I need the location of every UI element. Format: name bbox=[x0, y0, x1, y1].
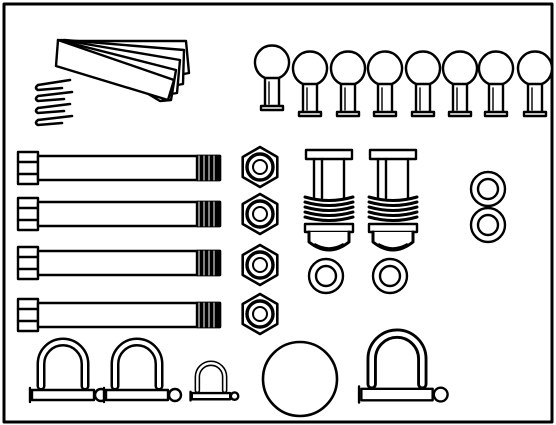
hex-bolt bbox=[16, 150, 222, 186]
ball-pin bbox=[441, 50, 479, 118]
ball-pin bbox=[516, 50, 554, 118]
cotter-pins bbox=[34, 78, 74, 127]
bolt-column bbox=[16, 150, 222, 333]
hex-nut bbox=[241, 145, 279, 189]
flat-washer bbox=[469, 206, 507, 244]
flat-washer bbox=[307, 257, 345, 295]
bow-shackle bbox=[28, 337, 109, 404]
bow-shackle bbox=[189, 360, 240, 402]
spring-pin-pair bbox=[303, 148, 419, 252]
shackle-row bbox=[28, 328, 449, 404]
ball-pin-row bbox=[253, 44, 554, 118]
hex-bolt bbox=[16, 245, 222, 281]
flat-washer bbox=[371, 257, 409, 295]
bow-shackle bbox=[102, 337, 183, 404]
ball-pin bbox=[253, 44, 291, 112]
hex-bolt bbox=[16, 196, 222, 232]
spring-pin bbox=[367, 148, 419, 252]
ball-pin bbox=[329, 50, 367, 118]
ball-pin bbox=[366, 50, 404, 118]
flat-washer bbox=[469, 170, 507, 208]
hex-nut bbox=[241, 243, 279, 287]
nut-column bbox=[241, 145, 279, 336]
spring-pin bbox=[303, 148, 355, 252]
hex-bolt bbox=[16, 297, 222, 333]
bow-shackle bbox=[357, 328, 449, 404]
ball-pin bbox=[477, 50, 515, 118]
ball-pin bbox=[404, 50, 442, 118]
plug-disc bbox=[261, 340, 339, 418]
hex-nut bbox=[241, 292, 279, 336]
hex-nut bbox=[241, 192, 279, 236]
ball-pin bbox=[291, 50, 329, 118]
shim-stack bbox=[54, 38, 191, 103]
washer-group bbox=[307, 170, 507, 295]
